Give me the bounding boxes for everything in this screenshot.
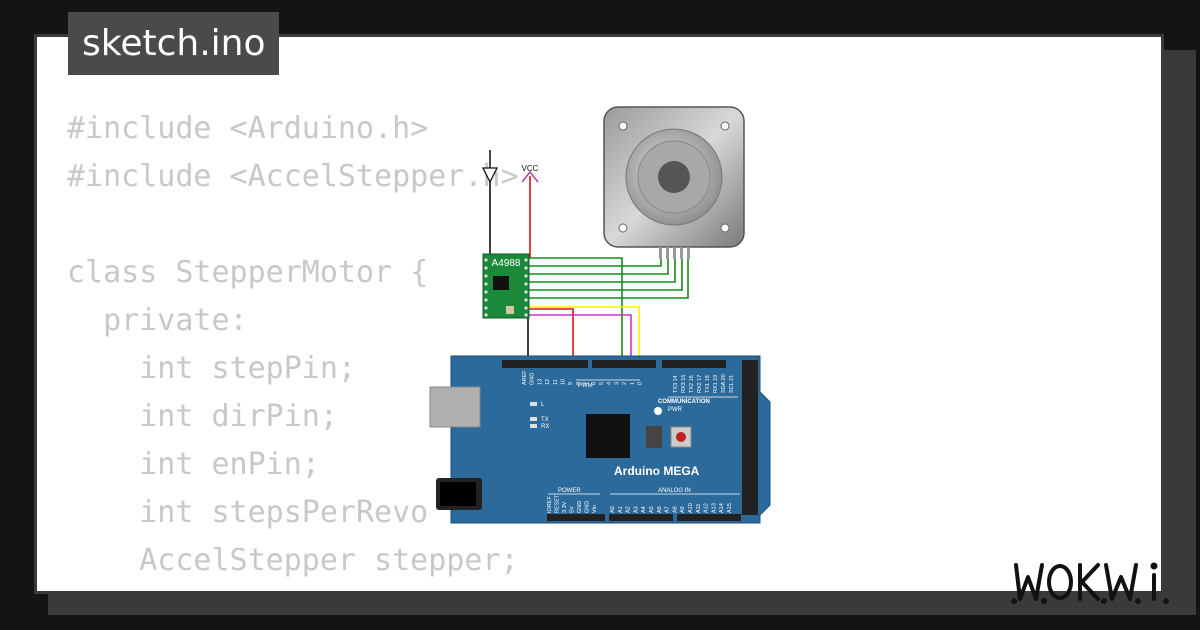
pin-label: RX3 15 — [681, 375, 687, 393]
driver-label: A4988 — [492, 258, 521, 269]
pin-label: 0 — [638, 382, 644, 385]
pin-label: A2 — [626, 506, 632, 513]
pin-label: A3 — [633, 506, 639, 513]
pin-label: 8 — [576, 382, 582, 385]
pwr-label: PWR — [668, 407, 683, 413]
power-label: POWER — [558, 488, 581, 494]
led-rx-label: RX — [541, 424, 549, 430]
led-tx-label: TX — [541, 417, 549, 423]
pin-label: SDA 20 — [721, 374, 727, 393]
pin-label: 3.3V — [562, 501, 568, 513]
code-line-4: class StepperMotor { — [67, 255, 429, 290]
pin-label: A12 — [704, 503, 710, 513]
stepper-motor[interactable] — [603, 106, 745, 259]
pin-label: 3 — [614, 382, 620, 385]
pin-label: AREF — [522, 370, 528, 385]
pin-label: A1 — [618, 506, 624, 513]
pin-label: 9 — [568, 382, 574, 385]
pin-label: A9 — [680, 506, 686, 513]
vcc-symbol: VCC — [521, 164, 539, 183]
code-line-8: int enPin; — [67, 447, 320, 482]
ground-symbol — [481, 150, 499, 184]
pin-label: 6 — [591, 382, 597, 385]
pin-label: 11 — [553, 379, 559, 385]
vcc-label: VCC — [522, 164, 539, 173]
pin-label: A4 — [641, 506, 647, 513]
pin-label: A6 — [657, 506, 663, 513]
pin-label: RX1 19 — [713, 375, 719, 393]
pin-label: 10 — [561, 379, 567, 385]
led-l-label: L — [541, 402, 545, 408]
pin-label: 5 — [599, 382, 605, 385]
usb-port — [429, 386, 481, 428]
code-line-5: private: — [67, 303, 248, 338]
pin-label: 4 — [607, 382, 613, 385]
code-line-9: int stepsPerRevo — [67, 495, 429, 530]
arduino-mega-board[interactable]: PWR L TX RX PWM COMMUNICATION Arduino ME… — [429, 355, 771, 524]
code-preview: #include <Arduino.h> #include <AccelStepp… — [67, 105, 519, 585]
pin-label: A7 — [665, 506, 671, 513]
pin-label: TX3 14 — [673, 375, 679, 393]
communication-label: COMMUNICATION — [658, 399, 710, 405]
wokwi-logo — [1008, 557, 1182, 612]
pin-label: 13 — [537, 379, 543, 385]
pin-label: 5V — [570, 506, 576, 513]
pin-label: GND — [530, 373, 536, 385]
board-label: Arduino MEGA — [614, 464, 700, 478]
pin-label: A14 — [719, 503, 725, 513]
pin-label: RESET — [555, 494, 561, 513]
pin-label: Vin — [592, 505, 598, 513]
mcu-chip — [586, 414, 630, 458]
pwm-label: PWM — [578, 383, 593, 389]
code-line-2: #include <AccelStepper.h> — [67, 159, 519, 194]
pin-label: 7 — [584, 382, 590, 385]
pin-label: 12 — [545, 379, 551, 385]
pin-label: IOREF — [547, 496, 553, 513]
preview-card: #include <Arduino.h> #include <AccelStepp… — [34, 34, 1164, 594]
pin-label: RX2 17 — [697, 375, 703, 393]
pin-label: A5 — [649, 506, 655, 513]
pin-label: SCL 21 — [729, 375, 735, 393]
pin-label: A15 — [727, 503, 733, 513]
pin-label: A13 — [711, 503, 717, 513]
pin-label: A10 — [688, 503, 694, 513]
pin-label: 2 — [622, 382, 628, 385]
pin-label: GND — [577, 501, 583, 513]
pin-label: A0 — [610, 506, 616, 513]
file-tab[interactable]: sketch.ino — [68, 12, 280, 75]
pin-label: TX1 18 — [705, 375, 711, 393]
code-line-10: AccelStepper stepper; — [67, 543, 519, 578]
code-line-6: int stepPin; — [67, 351, 356, 386]
pin-label: 1 — [630, 382, 636, 385]
code-line-1: #include <Arduino.h> — [67, 111, 429, 146]
code-line-7: int dirPin; — [67, 399, 338, 434]
pin-label: A11 — [696, 504, 702, 513]
pin-label: A8 — [672, 506, 678, 513]
wokwi-logo-mark — [1011, 562, 1169, 604]
pin-label: GND — [585, 501, 591, 513]
analog-in-label: ANALOG IN — [658, 488, 691, 494]
pin-label: TX2 16 — [689, 375, 695, 393]
a4988-driver[interactable]: A4988 — [482, 253, 530, 319]
